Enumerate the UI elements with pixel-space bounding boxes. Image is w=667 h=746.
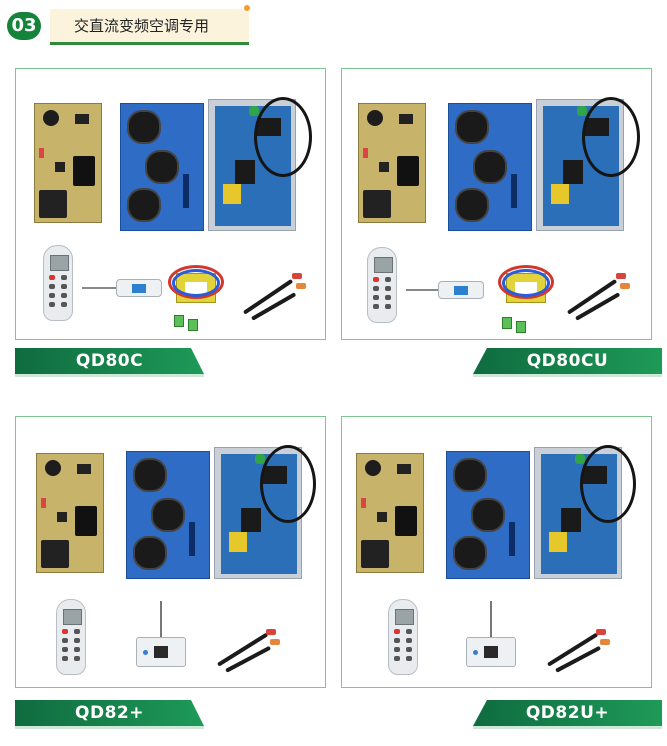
indoor-control-board bbox=[34, 103, 102, 223]
sensor-tip-red bbox=[596, 629, 606, 635]
connector-plug bbox=[502, 317, 512, 329]
connector-plug bbox=[174, 315, 184, 327]
display-receiver bbox=[438, 281, 484, 299]
connector-plug bbox=[516, 321, 526, 333]
power-cable bbox=[580, 445, 636, 523]
model-label-shadow bbox=[473, 726, 662, 729]
receiver-stem bbox=[490, 601, 492, 639]
power-capacitor-board bbox=[446, 451, 530, 579]
sensor-tip-red bbox=[266, 629, 276, 635]
temperature-sensor bbox=[225, 645, 272, 673]
sensor-tip-orange bbox=[270, 639, 280, 645]
transformer-wire-red bbox=[498, 265, 554, 299]
transformer-wire-blue bbox=[502, 269, 550, 297]
indoor-control-board bbox=[358, 103, 426, 223]
power-cable bbox=[582, 97, 640, 177]
display-receiver bbox=[116, 279, 162, 297]
sensor-tip-orange bbox=[620, 283, 630, 289]
power-capacitor-board bbox=[126, 451, 210, 579]
model-label-shadow bbox=[15, 374, 204, 377]
power-cable bbox=[260, 445, 316, 523]
connector-plug bbox=[188, 319, 198, 331]
model-label-qd80cu: QD80CU bbox=[473, 348, 662, 374]
product-card-qd82uplus[interactable] bbox=[341, 416, 652, 688]
display-receiver bbox=[466, 637, 516, 667]
remote-control bbox=[56, 599, 86, 675]
indoor-control-board bbox=[36, 453, 104, 573]
section-title: 交直流变频空调专用 bbox=[50, 9, 249, 45]
model-label-qd82plus: QD82+ bbox=[15, 700, 204, 726]
power-capacitor-board bbox=[120, 103, 204, 231]
model-label-qd82uplus: QD82U+ bbox=[473, 700, 662, 726]
display-receiver bbox=[136, 637, 186, 667]
power-capacitor-board bbox=[448, 103, 532, 231]
sensor-tip-orange bbox=[296, 283, 306, 289]
product-card-qd80c[interactable] bbox=[15, 68, 326, 340]
model-label-shadow bbox=[15, 726, 204, 729]
sensor-tip-red bbox=[616, 273, 626, 279]
remote-control bbox=[367, 247, 397, 323]
remote-control bbox=[43, 245, 73, 321]
power-cable bbox=[254, 97, 312, 177]
title-accent-dot bbox=[244, 5, 250, 11]
transformer-wire-blue bbox=[172, 269, 220, 297]
model-label-qd80c: QD80C bbox=[15, 348, 204, 374]
temperature-sensor bbox=[575, 292, 621, 321]
sensor-tip-orange bbox=[600, 639, 610, 645]
temperature-sensor bbox=[555, 645, 602, 673]
receiver-cable bbox=[82, 287, 118, 289]
product-card-qd82plus[interactable] bbox=[15, 416, 326, 688]
receiver-cable bbox=[406, 289, 442, 291]
sensor-tip-red bbox=[292, 273, 302, 279]
section-number-badge: 03 bbox=[7, 12, 41, 40]
temperature-sensor bbox=[251, 292, 297, 321]
receiver-stem bbox=[160, 601, 162, 639]
transformer-wire-red bbox=[168, 265, 224, 299]
remote-control bbox=[388, 599, 418, 675]
indoor-control-board bbox=[356, 453, 424, 573]
product-card-qd80cu[interactable] bbox=[341, 68, 652, 340]
model-label-shadow bbox=[473, 374, 662, 377]
